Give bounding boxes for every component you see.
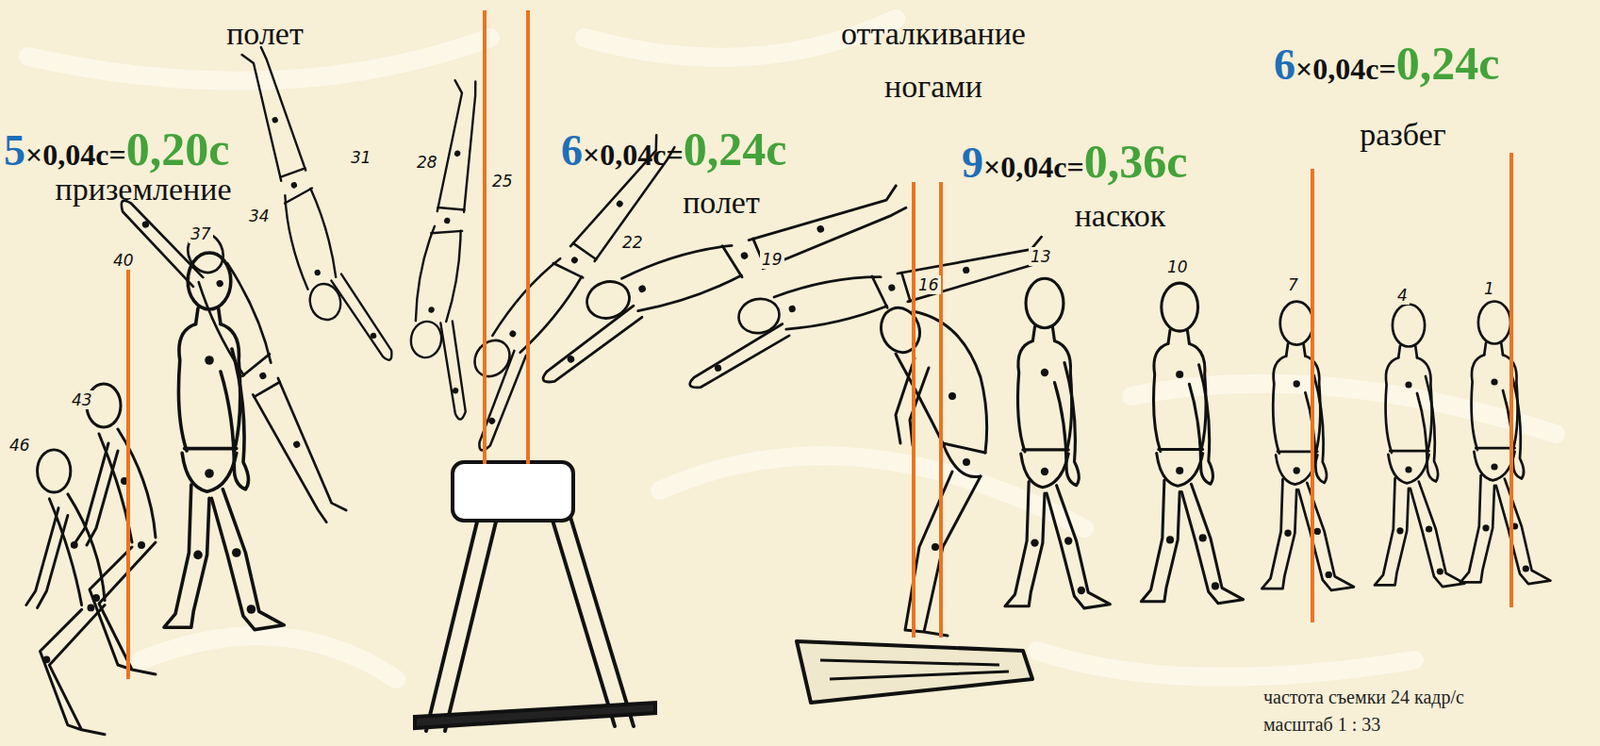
phase-duration: 0,24с [683, 123, 788, 176]
frame-number: 13 [1028, 247, 1054, 266]
frame-interval: ×0,04с= [983, 150, 1085, 184]
phase-name: приземление [55, 170, 232, 210]
frame-number: 37 [188, 224, 214, 244]
phase-name: полет [682, 183, 760, 223]
springboard [796, 641, 1033, 703]
frame-interval: ×0,04с= [1295, 52, 1397, 86]
gymnast-figures [26, 34, 1551, 735]
frame-number: 46 [7, 435, 33, 455]
phase-name: полет [226, 15, 304, 54]
frame-number: 1 [1482, 279, 1497, 298]
frame-count: 6 [560, 127, 583, 176]
vaulting-horse [414, 461, 656, 731]
background-strokes [28, 18, 1556, 679]
duration-formula: 6×0,04с=0,24с [560, 123, 787, 176]
frame-number: 28 [414, 152, 440, 172]
phase-duration: 0,24с [1396, 37, 1501, 90]
phase-boundary-lines [128, 10, 1512, 679]
frame-number: 16 [916, 275, 941, 295]
frame-number: 43 [69, 390, 95, 410]
frame-number: 4 [1395, 285, 1410, 305]
phase-duration: 0,20с [126, 123, 231, 176]
frame-interval: ×0,04с= [582, 138, 684, 172]
phase-duration: 0,36с [1084, 135, 1188, 188]
frame-number: 22 [620, 232, 645, 252]
frame-count: 6 [1273, 41, 1296, 90]
phase-name: наскок [1074, 197, 1167, 236]
duration-formula: 9×0,04с=0,36с [961, 135, 1188, 188]
scale-note: масштаб 1 : 33 [1263, 712, 1381, 736]
frame-number: 40 [111, 250, 136, 270]
frame-interval: ×0,04с= [25, 138, 127, 172]
phase-name: отталкивание ногами [810, 7, 1056, 114]
duration-formula: 5×0,04с=0,20с [3, 123, 230, 176]
duration-formula: 6×0,04с=0,24с [1273, 37, 1500, 90]
frame-count: 5 [3, 127, 26, 176]
frame-count: 9 [961, 139, 984, 188]
frame-number: 25 [490, 171, 515, 191]
phase-name: разбег [1359, 115, 1446, 155]
frame-number: 10 [1165, 257, 1190, 277]
frame-number: 34 [247, 206, 272, 226]
frame-number: 19 [759, 249, 785, 269]
frame-number: 31 [348, 148, 374, 167]
frame-number: 7 [1286, 275, 1301, 295]
shooting-rate-note: частота съемки 24 кадр/с [1263, 685, 1465, 709]
